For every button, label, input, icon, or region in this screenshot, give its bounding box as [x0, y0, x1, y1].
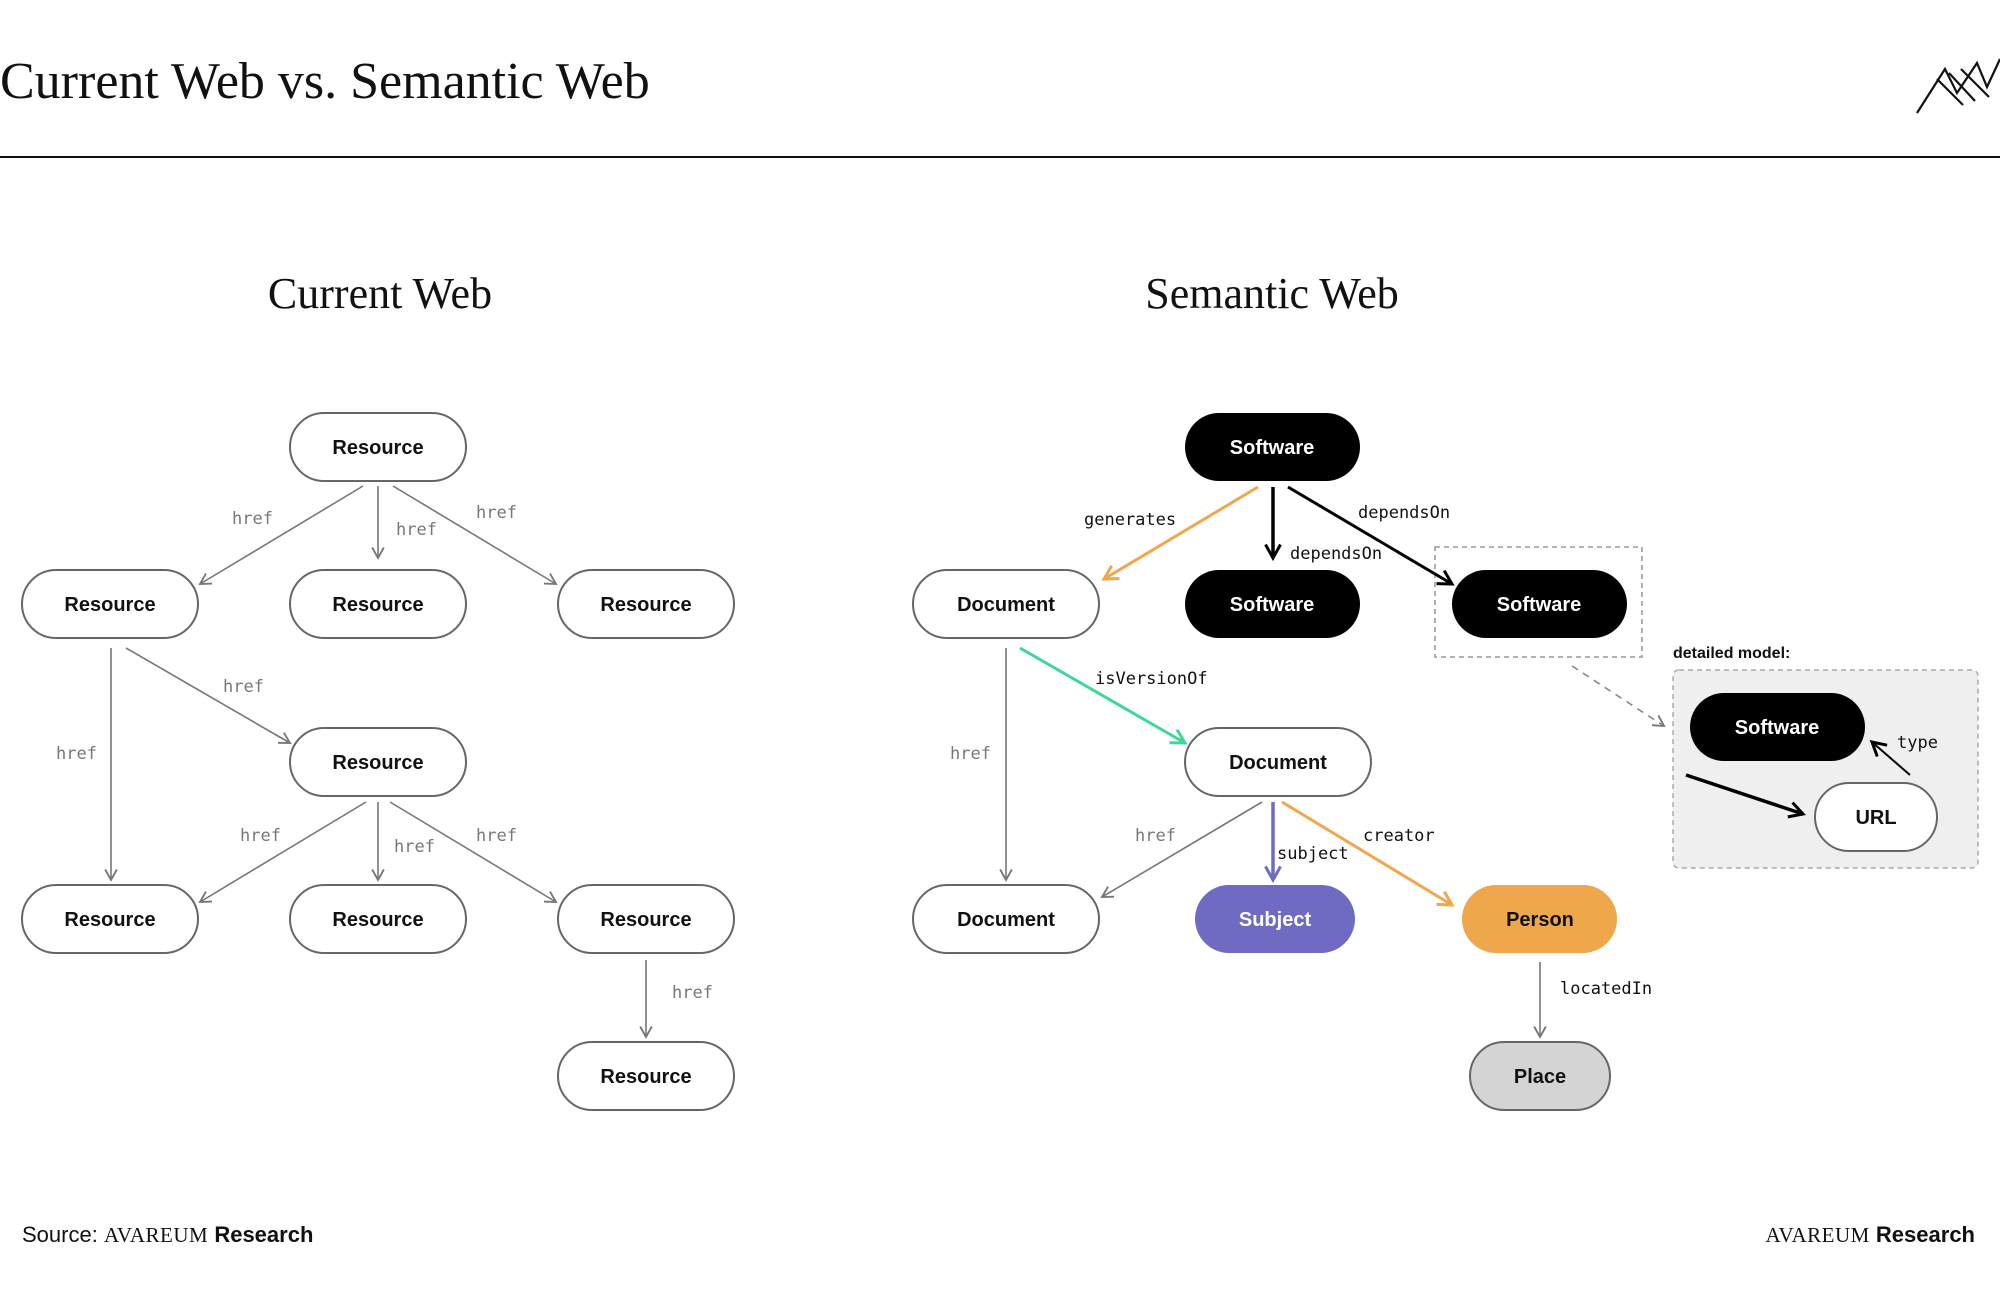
current-node: Resource — [289, 727, 467, 797]
edge-c5-c7 — [198, 801, 367, 903]
svg-text:Subject: Subject — [1239, 909, 1312, 931]
semantic-node-person: Person — [1462, 885, 1617, 953]
edge-c5-c9 — [389, 801, 558, 903]
current-node: Resource — [21, 569, 199, 639]
svg-text:Software: Software — [1497, 594, 1581, 616]
footer-source: Source: AVAREUM Research — [22, 1222, 313, 1248]
current-node: Resource — [289, 884, 467, 954]
semantic-node-document: Document — [912, 884, 1100, 954]
current-web-title: Current Web — [267, 269, 493, 318]
edge-c1-c2 — [198, 485, 364, 585]
edge-label: generates — [1084, 510, 1176, 530]
svg-text:Resource: Resource — [332, 752, 423, 774]
edge-label: href — [394, 837, 435, 857]
footer-brand-right: AVAREUM Research — [1766, 1222, 1975, 1248]
current-node: Resource — [557, 569, 735, 639]
edge-c1-c4 — [392, 485, 558, 585]
edge-label: href — [476, 503, 517, 523]
detailed-model-panel: detailed model: Software URL type — [1672, 645, 1979, 869]
footer-research: Research — [214, 1222, 314, 1247]
edge-isversionof — [1019, 646, 1185, 743]
svg-text:Resource: Resource — [332, 437, 423, 459]
edge-creator — [1281, 800, 1452, 905]
footer-research: Research — [1875, 1222, 1975, 1247]
edge-label: href — [56, 744, 97, 764]
edge-label: href — [223, 677, 264, 697]
edge-generates — [1104, 485, 1259, 579]
svg-text:Resource: Resource — [600, 909, 691, 931]
edge-label: href — [1135, 826, 1176, 846]
detailed-model-caption: detailed model: — [1673, 645, 1790, 662]
svg-text:Software: Software — [1735, 717, 1819, 739]
footer-brand: AVAREUM — [1765, 1223, 1870, 1247]
edge-label: href — [240, 826, 281, 846]
detail-pointer — [1571, 665, 1666, 728]
edge-label: locatedIn — [1560, 979, 1652, 999]
detail-type-label: type — [1897, 733, 1938, 753]
footer-source-prefix: Source: — [22, 1222, 104, 1247]
footer-brand: AVAREUM — [103, 1223, 209, 1247]
detail-edge-url — [1685, 773, 1803, 814]
edge-label: isVersionOf — [1095, 669, 1208, 689]
edge-dependson-2 — [1287, 485, 1452, 584]
edge-href-doc2 — [1100, 801, 1263, 898]
current-node: Resource — [289, 569, 467, 639]
edge-label: subject — [1277, 844, 1349, 864]
svg-text:Place: Place — [1514, 1066, 1566, 1088]
svg-text:Resource: Resource — [600, 1066, 691, 1088]
svg-text:Resource: Resource — [332, 594, 423, 616]
current-node: Resource — [557, 1041, 735, 1111]
edge-label: href — [672, 983, 713, 1003]
semantic-node-place: Place — [1469, 1041, 1611, 1111]
page-title: Current Web vs. Semantic Web — [0, 53, 650, 110]
svg-text:Resource: Resource — [332, 909, 423, 931]
semantic-node-software: Software — [1452, 570, 1627, 638]
svg-text:URL: URL — [1855, 807, 1896, 829]
current-node: Resource — [21, 884, 199, 954]
semantic-node-software: Software — [1185, 570, 1360, 638]
semantic-node-software: Software — [1185, 413, 1360, 481]
semantic-web-diagram: generates dependsOn dependsOn isVersionO… — [912, 413, 1979, 1111]
svg-text:Software: Software — [1230, 594, 1314, 616]
header-divider — [0, 156, 2000, 158]
svg-text:Resource: Resource — [64, 909, 155, 931]
svg-text:Document: Document — [957, 594, 1055, 616]
svg-text:Software: Software — [1230, 437, 1314, 459]
semantic-node-document: Document — [912, 569, 1100, 639]
edge-label: href — [950, 744, 991, 764]
semantic-web-title: Semantic Web — [1145, 269, 1399, 318]
svg-text:Document: Document — [957, 909, 1055, 931]
edge-label: href — [396, 520, 437, 540]
svg-text:Resource: Resource — [600, 594, 691, 616]
svg-text:Person: Person — [1506, 909, 1574, 931]
detail-edge-type — [1872, 742, 1911, 776]
edge-label: href — [476, 826, 517, 846]
edge-label: dependsOn — [1290, 544, 1382, 564]
current-web-edges — [104, 485, 653, 1039]
current-node: Resource — [557, 884, 735, 954]
current-node: Resource — [289, 412, 467, 482]
edge-label: creator — [1363, 826, 1435, 846]
current-web-diagram: href href href href href href href href … — [21, 412, 735, 1111]
edge-label: href — [232, 509, 273, 529]
semantic-node-subject: Subject — [1195, 885, 1355, 953]
edge-label: dependsOn — [1358, 503, 1450, 523]
semantic-node-document: Document — [1184, 727, 1372, 797]
detail-node-url: URL — [1814, 782, 1938, 852]
svg-text:Document: Document — [1229, 752, 1327, 774]
edge-c2-c5 — [125, 647, 292, 744]
detail-node-software: Software — [1690, 693, 1865, 761]
avareum-logo-icon — [1916, 58, 2000, 114]
highlight-box — [1434, 546, 1643, 658]
svg-text:Resource: Resource — [64, 594, 155, 616]
